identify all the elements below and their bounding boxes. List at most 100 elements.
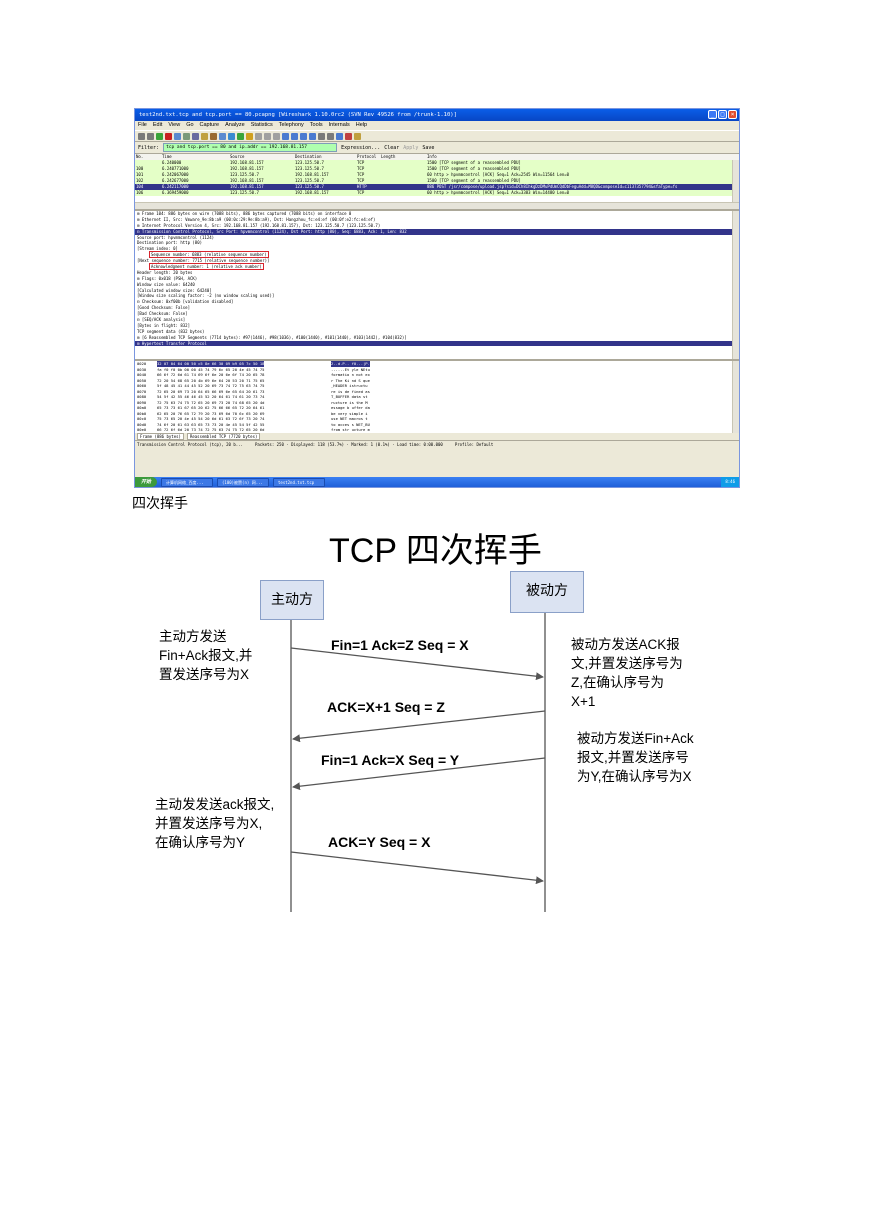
menu-item[interactable]: Telephony bbox=[278, 122, 304, 128]
detail-row[interactable]: ⊟ Checksum: 0xf00b [validation disabled] bbox=[135, 299, 739, 305]
detail-row[interactable]: ⊟ [SEQ/ACK analysis] bbox=[135, 317, 739, 323]
toolbar-button-icon[interactable] bbox=[354, 132, 361, 140]
taskbar-item[interactable]: test2nd.txt.tcp bbox=[273, 477, 326, 487]
toolbar-button-icon[interactable] bbox=[219, 132, 226, 140]
toolbar-button-icon[interactable] bbox=[273, 132, 280, 140]
column-info[interactable]: Info bbox=[427, 154, 437, 159]
toolbar-button-icon[interactable] bbox=[264, 132, 271, 140]
tab-reassembled-tcp[interactable]: Reassembled TCP (7720 bytes) bbox=[186, 433, 261, 440]
detail-row[interactable]: [Stream index: 0] bbox=[135, 246, 739, 252]
toolbar-button-icon[interactable] bbox=[192, 132, 199, 140]
filter-expression-button[interactable]: Expression... bbox=[341, 144, 381, 151]
menu-item[interactable]: Tools bbox=[309, 122, 323, 128]
toolbar-button-icon[interactable] bbox=[336, 132, 343, 140]
filter-clear-button[interactable]: Clear bbox=[384, 144, 400, 151]
detail-row[interactable]: ⊞ Ethernet II, Src: Vmware_9e:8b:a9 (00:… bbox=[135, 217, 739, 223]
menu-item[interactable]: Capture bbox=[199, 122, 220, 128]
menu-item[interactable]: Help bbox=[355, 122, 368, 128]
detail-row[interactable]: ⊞ [6 Reassembled TCP Segments (7714 byte… bbox=[135, 335, 739, 341]
close-icon[interactable]: × bbox=[728, 110, 737, 119]
detail-row[interactable]: Window size value: 64240 bbox=[135, 282, 739, 288]
toolbar-button-icon[interactable] bbox=[156, 132, 163, 140]
toolbar-button-icon[interactable] bbox=[183, 132, 190, 140]
column-source[interactable]: Source bbox=[230, 154, 245, 159]
column-time[interactable]: Time bbox=[162, 154, 172, 159]
toolbar-button-icon[interactable] bbox=[174, 132, 181, 140]
detail-row[interactable]: [Calculated window size: 64240] bbox=[135, 288, 739, 294]
toolbar-button-icon[interactable] bbox=[255, 132, 262, 140]
detail-row[interactable]: [Next sequence number: 7715 (relative se… bbox=[135, 258, 739, 264]
menu-item[interactable]: Go bbox=[186, 122, 194, 128]
toolbar-button-icon[interactable] bbox=[237, 132, 244, 140]
detail-row[interactable]: [Good Checksum: False] bbox=[135, 305, 739, 311]
toolbar-button-icon[interactable] bbox=[138, 132, 145, 140]
menu-item[interactable]: Analyze bbox=[225, 122, 245, 128]
column-destination[interactable]: Destination bbox=[295, 154, 322, 159]
detail-row[interactable]: [Window size scaling factor: -2 (no wind… bbox=[135, 293, 739, 299]
column-no[interactable]: No. bbox=[136, 154, 144, 159]
packet-list-scrollbar[interactable] bbox=[732, 160, 739, 202]
taskbar-item[interactable]: 计算机网络_百度... bbox=[161, 477, 214, 487]
tab-frame-bytes[interactable]: Frame (886 bytes) bbox=[137, 433, 184, 440]
filter-save-button[interactable]: Save bbox=[422, 144, 435, 151]
toolbar-button-icon[interactable] bbox=[165, 132, 172, 140]
detail-row[interactable]: ⊞ Internet Protocol Version 4, Src: 192.… bbox=[135, 223, 739, 229]
menu-item[interactable]: File bbox=[138, 122, 147, 128]
detail-row[interactable]: Source port: hpvmmcontrol (1124) bbox=[135, 235, 739, 241]
toolbar-button-icon[interactable] bbox=[318, 132, 325, 140]
toolbar-button-icon[interactable] bbox=[147, 132, 154, 140]
detail-row[interactable]: ⊞ Hypertext Transfer Protocol bbox=[135, 340, 739, 347]
toolbar-button-icon[interactable] bbox=[345, 132, 352, 140]
detail-row[interactable]: ⊞ Frame 104: 886 bytes on wire (7088 bit… bbox=[135, 211, 739, 217]
toolbar-button-icon[interactable] bbox=[309, 132, 316, 140]
bytes-scrollbar[interactable] bbox=[732, 361, 739, 433]
status-profile[interactable]: Profile: Default bbox=[454, 442, 494, 447]
column-length[interactable]: Length bbox=[381, 154, 396, 159]
packet-list-hscrollbar[interactable] bbox=[135, 202, 739, 209]
detail-row[interactable]: ⊞ Flags: 0x018 (PSH, ACK) bbox=[135, 276, 739, 282]
menu-item[interactable]: Internals bbox=[328, 122, 350, 128]
menu-item[interactable]: Edit bbox=[152, 122, 163, 128]
detail-row[interactable]: Acknowledgment number: 1 (relative ack n… bbox=[135, 263, 739, 271]
toolbar-button-icon[interactable] bbox=[228, 132, 235, 140]
maximize-icon[interactable]: □ bbox=[718, 110, 727, 119]
toolbar-button-icon[interactable] bbox=[300, 132, 307, 140]
hex-row[interactable]: 00f065 6d 62 65 72 73 2e 20 20 46 6f 72 … bbox=[135, 433, 739, 434]
detail-row[interactable]: [Bad Checksum: False] bbox=[135, 311, 739, 317]
taskbar-item[interactable]: (100)被赞(n) 网... bbox=[217, 477, 270, 487]
toolbar-button-icon[interactable] bbox=[282, 132, 289, 140]
menu-item[interactable]: Statistics bbox=[250, 122, 273, 128]
detail-row[interactable]: ⊟ Transmission Control Protocol, Src Por… bbox=[135, 228, 739, 235]
details-scrollbar[interactable] bbox=[732, 211, 739, 359]
toolbar-button-icon[interactable] bbox=[327, 132, 334, 140]
toolbar-button-icon[interactable] bbox=[291, 132, 298, 140]
filter-apply-button[interactable]: Apply bbox=[403, 144, 419, 151]
toolbar-button-icon[interactable] bbox=[246, 132, 253, 140]
menu-item[interactable]: View bbox=[168, 122, 181, 128]
detail-row[interactable]: Header length: 20 bytes bbox=[135, 270, 739, 276]
detail-row[interactable]: Sequence number: 6883 (relative sequence… bbox=[135, 251, 739, 259]
detail-row[interactable]: TCP segment data (832 bytes) bbox=[135, 329, 739, 335]
toolbar-button-icon[interactable] bbox=[210, 132, 217, 140]
filter-input[interactable]: tcp and tcp.port == 80 and ip.addr == 19… bbox=[163, 143, 338, 152]
minimize-icon[interactable]: _ bbox=[708, 110, 717, 119]
column-protocol[interactable]: Protocol bbox=[357, 154, 377, 159]
detail-row[interactable]: Destination port: http (80) bbox=[135, 240, 739, 246]
